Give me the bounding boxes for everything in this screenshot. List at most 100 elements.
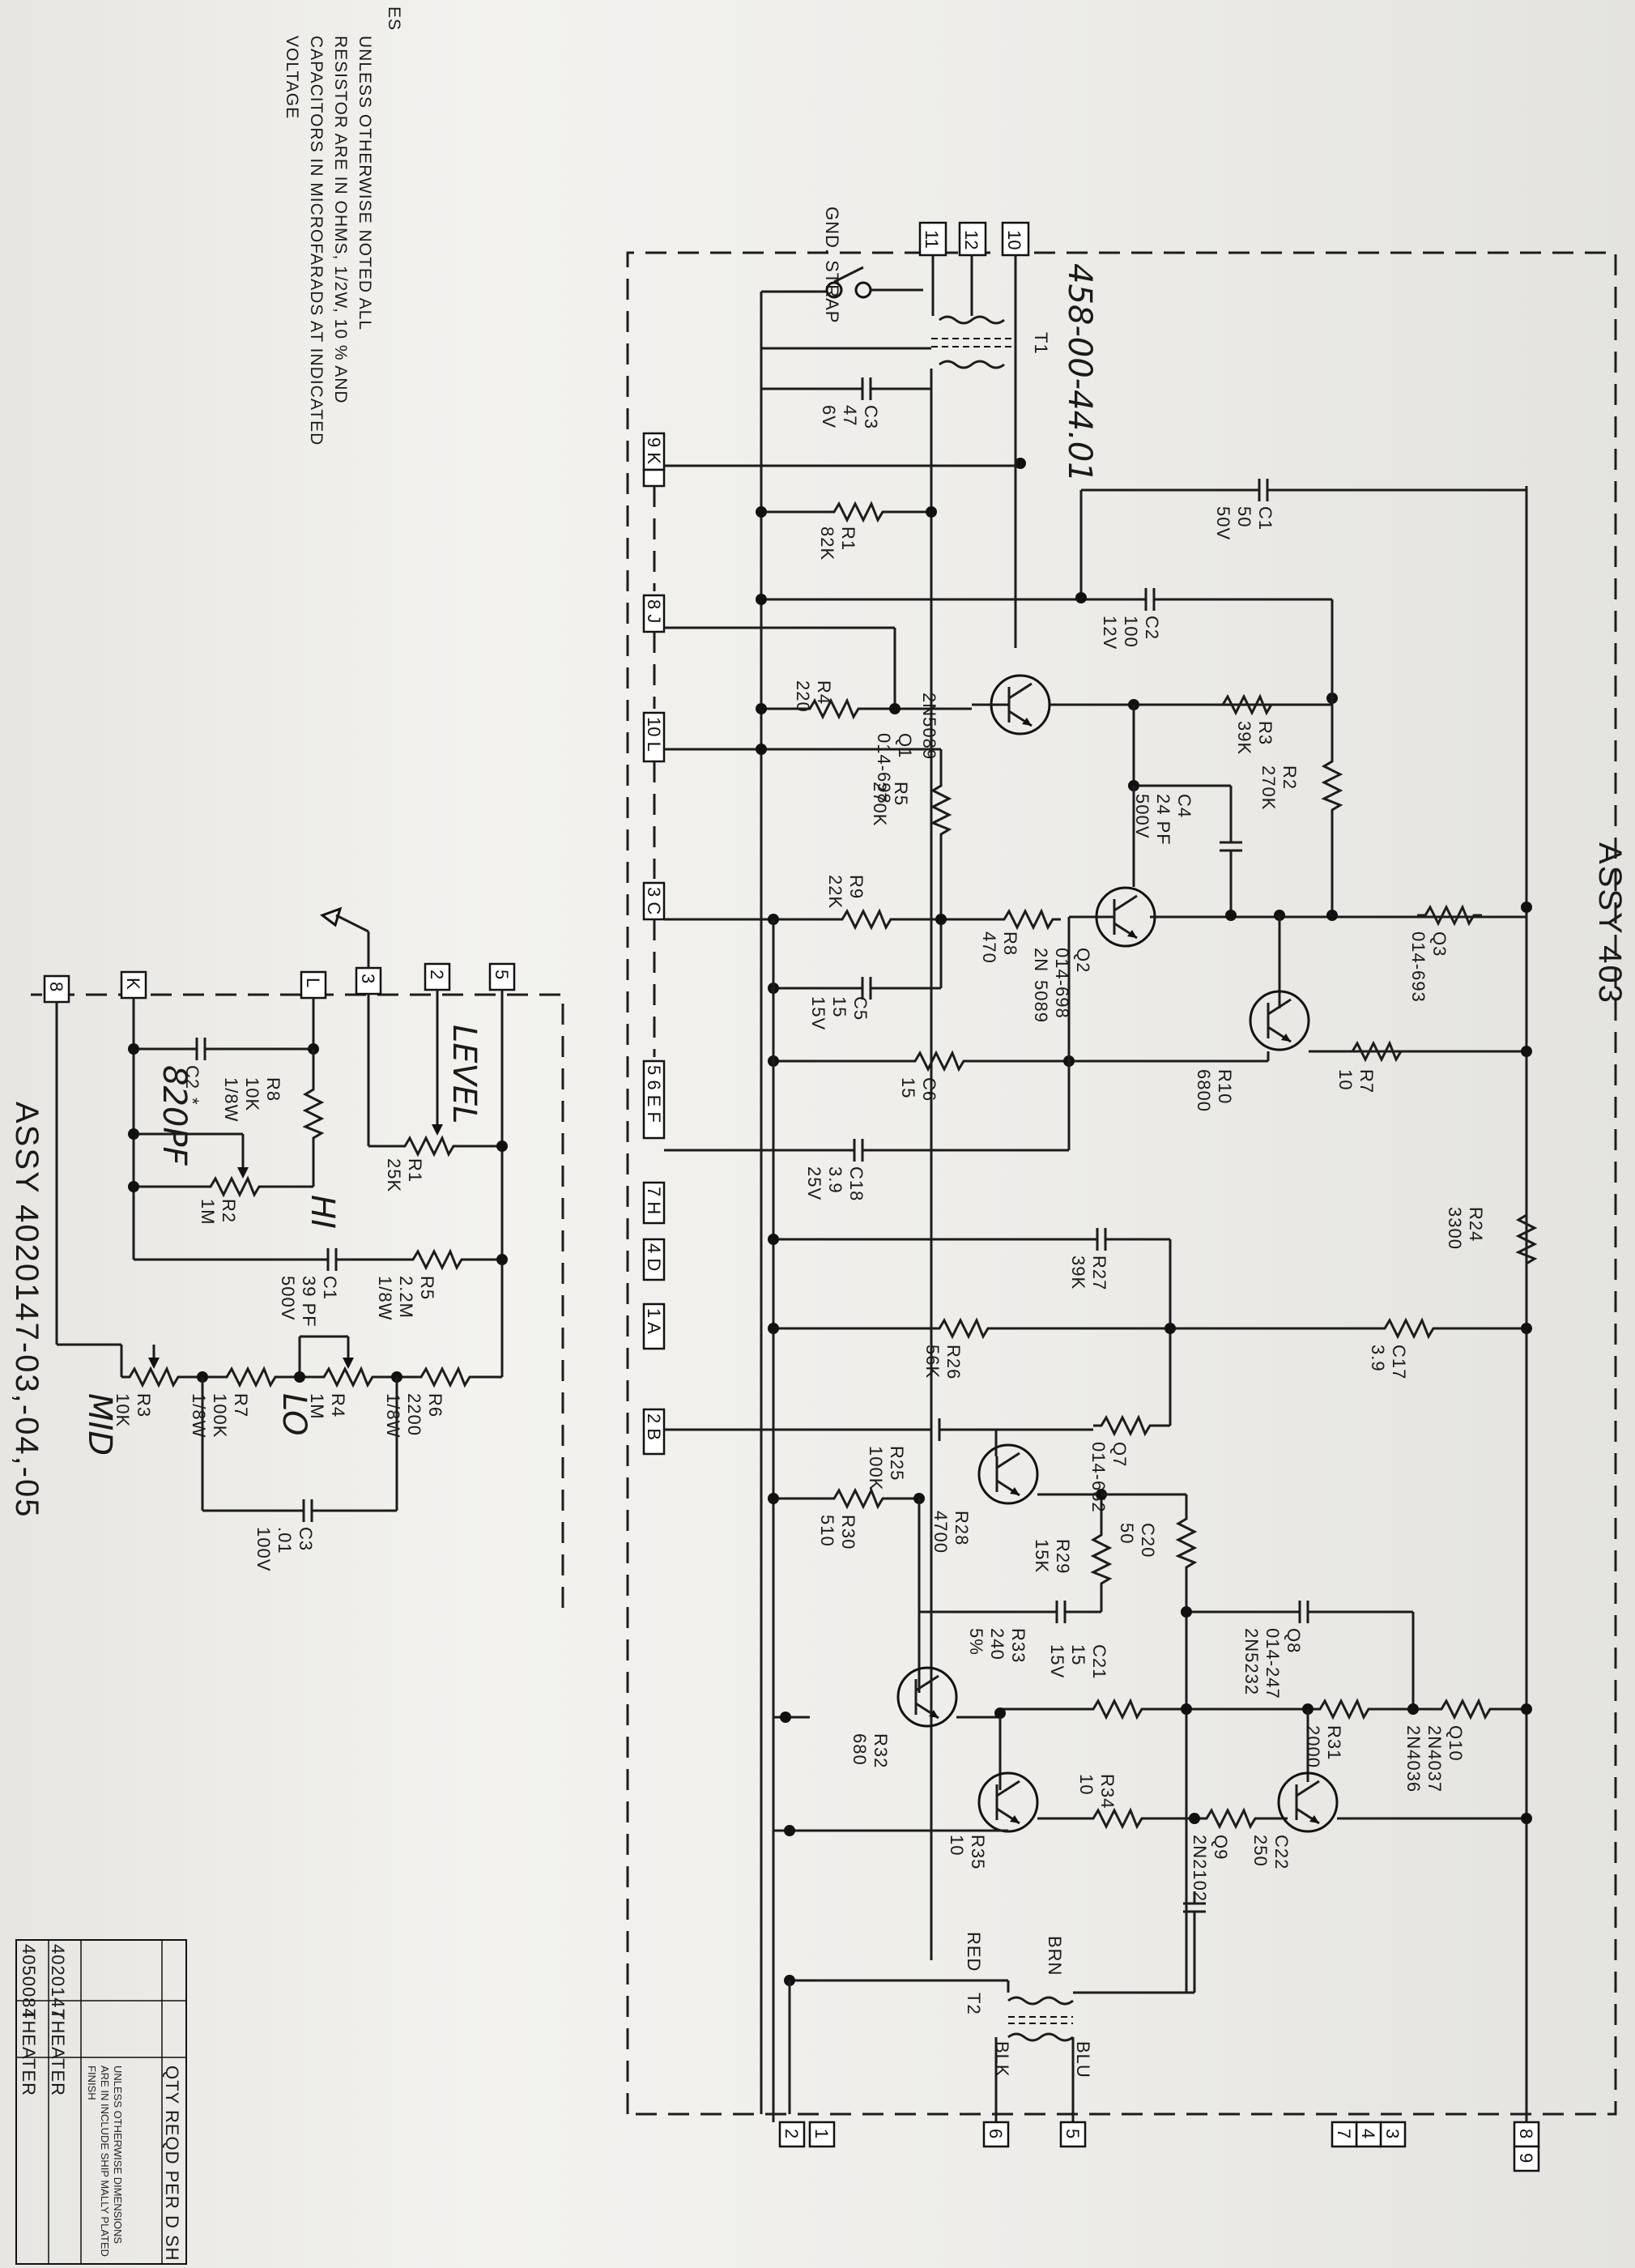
- svg-text:C2: C2: [1142, 616, 1162, 640]
- c18-cap: R27 39K: [1068, 1256, 1109, 1290]
- q8-transistor: [896, 1666, 1000, 1728]
- svg-text:C22: C22: [1271, 1835, 1292, 1869]
- c2-tone: C2 * 820PF: [155, 1065, 202, 1166]
- r9-res: R9 22K: [825, 875, 866, 909]
- svg-text:R24: R24: [1466, 1207, 1486, 1242]
- svg-text:C20: C20: [1138, 1523, 1158, 1558]
- svg-text:470: 470: [979, 932, 999, 964]
- svg-text:10: 10: [1076, 1774, 1096, 1795]
- svg-text:15V: 15V: [808, 996, 828, 1030]
- lo-label: LO: [275, 1393, 313, 1436]
- mid-label: MID: [81, 1393, 118, 1456]
- connector-strip: 9 K 8 J 10 L 3 C 5 6 E F 7 H 4 D 1 A 2 B: [642, 432, 666, 1456]
- svg-text:014-698: 014-698: [874, 733, 894, 804]
- r8-tone: R8 10K 1/8W: [221, 1077, 283, 1122]
- r3-tone: R3 10K: [113, 1393, 154, 1427]
- svg-text:100V: 100V: [253, 1527, 274, 1571]
- r2-tone: R2 1M: [198, 1199, 239, 1226]
- svg-text:10: 10: [947, 1835, 967, 1856]
- main-board-outline: [626, 251, 1617, 2116]
- svg-text:1/8W: 1/8W: [375, 1276, 395, 1320]
- svg-text:R26: R26: [943, 1345, 964, 1379]
- svg-text:2N4037: 2N4037: [1424, 1725, 1445, 1793]
- q9-label: C22 250: [1250, 1835, 1292, 1869]
- svg-text:R32: R32: [871, 1733, 891, 1768]
- svg-text:12V: 12V: [1100, 616, 1120, 650]
- conn-3c: 3 C: [644, 887, 664, 914]
- svg-text:50: 50: [1117, 1523, 1137, 1544]
- q10-transistor: [977, 1771, 1085, 1833]
- q3-transistor: [1249, 990, 1526, 1061]
- svg-text:500V: 500V: [1132, 794, 1152, 838]
- t1-label: T1: [1031, 332, 1051, 355]
- svg-text:R9: R9: [846, 875, 866, 899]
- svg-text:C1: C1: [1255, 506, 1275, 531]
- c17-cap: R25 100K: [866, 1446, 907, 1490]
- level-label: LEVEL: [445, 1025, 483, 1123]
- notes-line-2: RESISTOR ARE IN OHMS, 1/2W, 10 % AND: [331, 36, 350, 404]
- svg-text:C3: C3: [861, 405, 881, 429]
- r1-tone: R1 25K: [384, 1158, 425, 1192]
- svg-text:5%: 5%: [966, 1628, 986, 1656]
- svg-text:24 PF: 24 PF: [1153, 794, 1173, 846]
- svg-text:R8: R8: [263, 1077, 283, 1102]
- svg-text:47: 47: [840, 405, 860, 426]
- svg-text:6V: 6V: [819, 405, 839, 428]
- r2-main: R2 270K: [1258, 765, 1300, 810]
- svg-text:8: 8: [46, 982, 66, 991]
- svg-text:Q1: Q1: [895, 733, 915, 758]
- r24-res: R24 3300: [1445, 1207, 1486, 1250]
- svg-text:1M: 1M: [198, 1199, 218, 1226]
- svg-text:7: 7: [1334, 2129, 1354, 2138]
- r6-tone: R6 2200 1/8W: [383, 1393, 445, 1438]
- svg-text:39K: 39K: [1234, 721, 1254, 755]
- q9-transistor: [1277, 1771, 1526, 1833]
- r29-res: C20 50: [1117, 1523, 1158, 1558]
- top-terminal-11: 11: [922, 230, 942, 249]
- svg-text:Q3: Q3: [1429, 932, 1450, 957]
- svg-text:R28: R28: [952, 1511, 972, 1545]
- svg-text:4700: 4700: [930, 1511, 951, 1554]
- r7-main: R7 10: [1335, 1069, 1377, 1094]
- svg-text:3.9: 3.9: [825, 1166, 845, 1194]
- t2-wire-red: RED: [964, 1932, 984, 1972]
- q3-label: R10 6800: [1194, 1069, 1235, 1112]
- title-part-1: 4050084: [19, 1944, 39, 2019]
- r31-res: Q10 2N4037 2N4036: [1403, 1725, 1466, 1793]
- svg-text:R1: R1: [838, 526, 858, 551]
- q7-transistor: [977, 1430, 1101, 1505]
- conn-8j: 8 J: [644, 599, 664, 623]
- svg-text:5089: 5089: [1031, 980, 1051, 1023]
- c3-main: C3 47 6V: [819, 405, 881, 429]
- svg-text:50V: 50V: [1213, 506, 1233, 540]
- svg-text:820PF: 820PF: [155, 1065, 193, 1166]
- svg-text:Q7: Q7: [1109, 1442, 1130, 1467]
- svg-text:R4: R4: [328, 1393, 348, 1418]
- svg-text:39 PF: 39 PF: [299, 1276, 319, 1328]
- svg-text:15: 15: [829, 996, 849, 1017]
- svg-text:C3: C3: [296, 1527, 316, 1551]
- tone-board-outline: [31, 993, 564, 1608]
- svg-text:C1: C1: [320, 1276, 340, 1300]
- notes-line-4: VOLTAGE: [283, 36, 301, 119]
- svg-text:L: L: [303, 978, 323, 987]
- svg-text:100K: 100K: [210, 1393, 230, 1438]
- svg-text:250: 250: [1250, 1835, 1271, 1867]
- svg-text:5: 5: [1062, 2129, 1083, 2138]
- q2-label: Q2 014-698 2N 5089: [1031, 948, 1093, 1023]
- svg-text:1: 1: [811, 2129, 832, 2138]
- svg-text:R3: R3: [134, 1393, 154, 1418]
- svg-text:3.9: 3.9: [1368, 1345, 1388, 1372]
- svg-text:4: 4: [1358, 2129, 1378, 2138]
- c20-cap: R33 240 5%: [966, 1628, 1028, 1663]
- svg-text:2: 2: [427, 970, 447, 979]
- svg-text:1/8W: 1/8W: [189, 1393, 209, 1438]
- svg-text:R3: R3: [1255, 721, 1275, 745]
- c21-cap: Q8 014-247 2N5232: [1241, 1628, 1304, 1699]
- notes-header: ES: [385, 6, 403, 31]
- svg-text:56K: 56K: [922, 1345, 943, 1379]
- conn-9k: 9 K: [644, 437, 664, 464]
- svg-text:1/8W: 1/8W: [383, 1393, 403, 1438]
- bottom-terminals: 2 1 6 5 3 4 7 8 9: [778, 2121, 1540, 2172]
